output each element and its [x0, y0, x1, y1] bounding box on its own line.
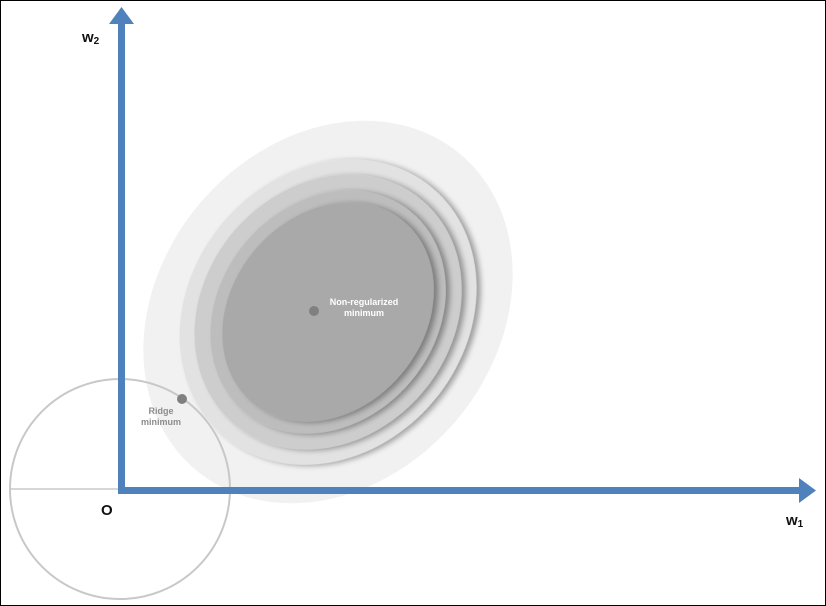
origin-label: O	[101, 502, 113, 519]
ridge-label-line2: minimum	[140, 417, 181, 427]
loss-contour-inner	[222, 202, 434, 422]
non-regularized-minimum-point	[309, 306, 319, 316]
non-regularized-label-line1: Non-regularized	[329, 297, 399, 307]
ridge-minimum-point	[177, 394, 187, 404]
ridge-minimum-label: Ridge minimum	[129, 406, 193, 428]
non-regularized-minimum-label: Non-regularized minimum	[323, 297, 405, 319]
w1-axis-label: w1	[786, 512, 804, 530]
ridge-label-line1: Ridge	[148, 406, 174, 416]
w2-axis-label: w2	[82, 29, 100, 47]
loss-contours	[143, 120, 513, 504]
w1-axis	[118, 487, 801, 494]
non-regularized-label-line2: minimum	[343, 308, 384, 318]
w2-axis-arrowhead	[109, 7, 134, 24]
w1-axis-arrowhead	[799, 478, 816, 503]
w2-axis	[118, 21, 125, 494]
